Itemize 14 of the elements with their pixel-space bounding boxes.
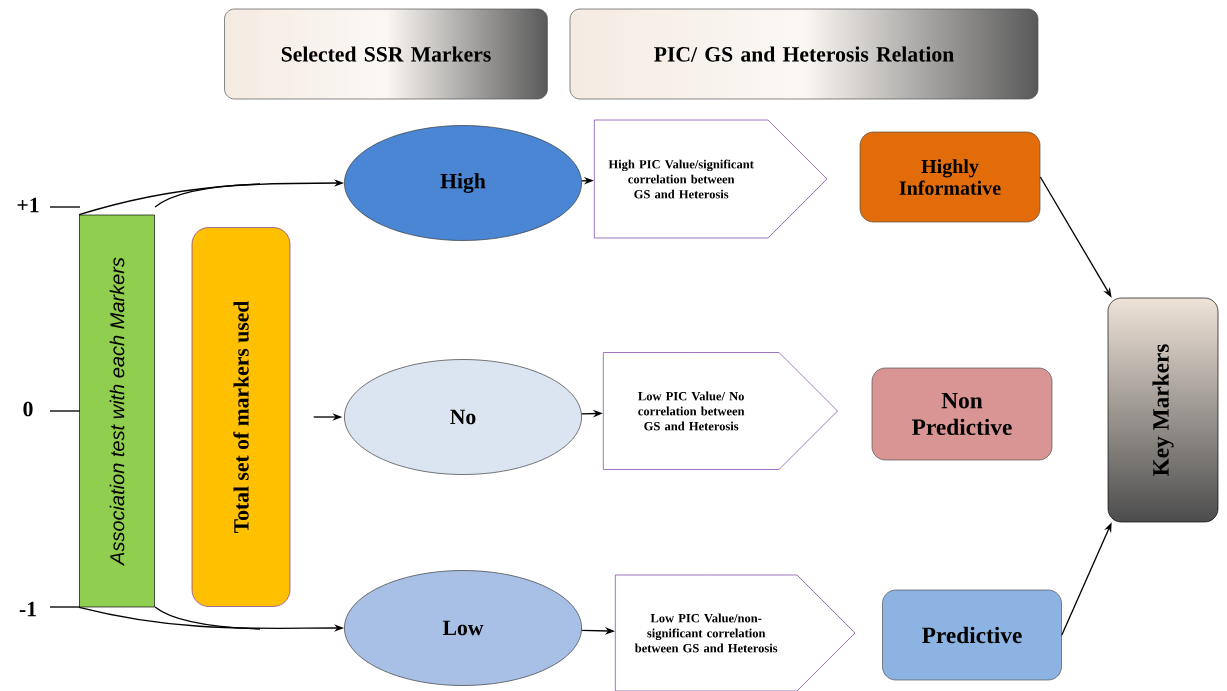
header-box: PIC/ GS and Heterosis Relation [569,8,1039,100]
scale-label: +1 [17,197,39,213]
vertical-bar: Association test with each Markers [79,214,155,608]
scale-label: -1 [19,601,36,617]
pentagon-arrow-box: Low PIC Value/non-significant correlation between GS and Heterosis [615,574,856,691]
header-box: Selected SSR Markers [224,8,548,100]
scale-label: 0 [23,401,33,417]
vertical-box: Total set of markers used [191,227,291,607]
key-box: Key Markers [1107,297,1219,523]
result-box: Highly Informative [859,131,1041,223]
result-box: Predictive [882,589,1062,681]
pentagon-arrow-box: High PIC Value/significant correlation between GS and Heterosis [594,119,828,239]
pentagon-arrow-box: Low PIC Value/ No correlation between GS and Heterosis [603,352,838,470]
result-box: Non Predictive [871,367,1053,461]
